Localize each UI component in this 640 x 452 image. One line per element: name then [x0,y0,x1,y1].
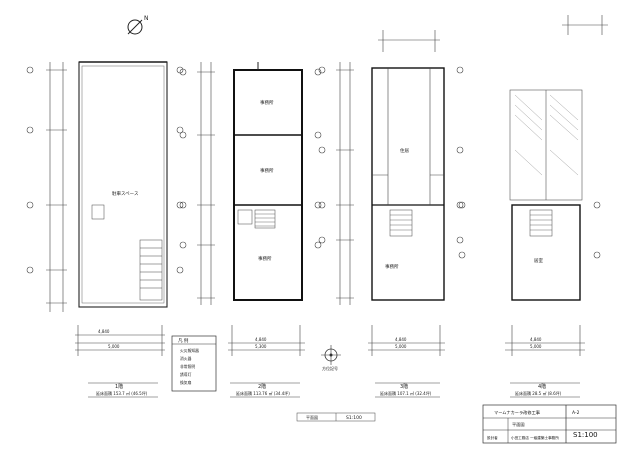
floor-4-plan: 居室 [458,15,608,301]
scale-strip-right: S1:100 [346,415,362,421]
scale-strip [296,412,376,422]
floor-area: 延床面積 113.76 ㎡ (34.4坪) [236,390,290,396]
title-block [482,404,617,444]
scale-strip-left: 平面図 [306,415,318,420]
legend-box: 凡 例 火災報知器 消火器 非常照明 誘導灯 換気扇 [171,335,217,392]
room-label: 事務所 [258,255,272,262]
bottom-dimensions [75,325,585,356]
drawing-name: 平面図 [512,422,525,428]
room-label: 事務所 [260,99,274,106]
room-label: 事務所 [385,263,399,270]
floor-1-plan: 駐車スペース [26,61,184,312]
legend-item: 火災報知器 [180,348,199,353]
owner-label: 設計者 [487,435,498,440]
compass-label: 方位記号 [322,365,338,371]
dimension-label: 5,000 [530,344,542,349]
legend-title: 凡 例 [178,337,189,344]
floor-captions [88,382,580,398]
floor-name: 3階 [400,383,408,390]
floor-area: 延床面積 107.1 ㎡ (32.4坪) [380,390,432,396]
dimension-label: 5,300 [255,344,267,349]
scale-value: S1:100 [573,431,598,439]
room-label: 住居 [400,147,409,154]
dimension-label: 4,840 [255,337,267,342]
dimension-label: 4,840 [395,337,407,342]
floor-name: 1階 [115,383,123,390]
room-label: 事務所 [260,167,274,174]
legend-item: 誘導灯 [180,372,192,377]
room-label: 駐車スペース [112,190,139,197]
dimension-label: 5,000 [108,344,120,349]
room-label: 居室 [534,257,543,264]
floor-area: 延床面積 153.7 ㎡ (46.5坪) [96,390,148,396]
north-label: N [144,15,149,22]
north-arrow-icon: N [127,15,149,35]
legend-item: 換気扇 [180,380,192,385]
floor-name: 4階 [538,383,546,390]
dimension-label: 5,000 [395,344,407,349]
floor-3-plan: 住居 事務所 [318,30,464,305]
compass-icon [321,345,341,365]
legend-item: 非常照明 [180,364,195,369]
dimension-label: 4,840 [530,337,542,342]
project-name: マームナカーラ改修工事 [494,409,540,416]
floor-name: 2階 [258,383,266,390]
legend-item: 消火器 [180,356,192,361]
sheet-number: A-2 [572,410,580,416]
floor-area: 延床面積 28.5 ㎡ (8.6坪) [515,390,562,396]
dimension-label: 4,840 [98,329,110,334]
owner-name: 小田工務店 一級建築士事務所 [511,435,559,440]
floor-2-plan: 事務所 事務所 事務所 [179,62,322,305]
